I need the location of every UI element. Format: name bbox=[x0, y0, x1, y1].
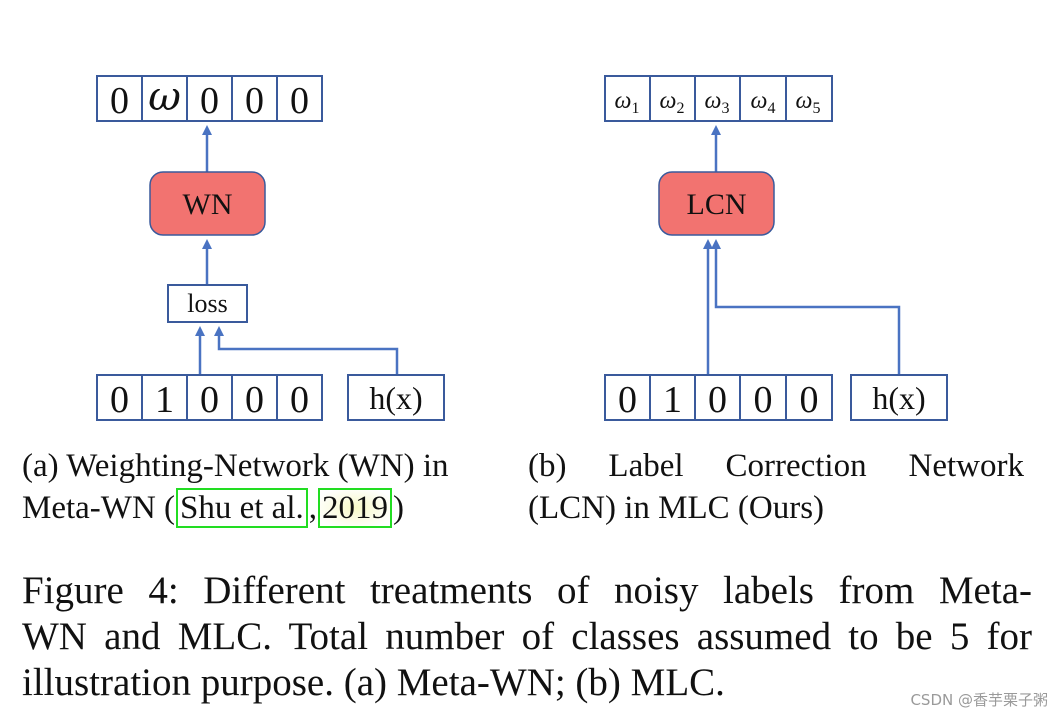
a-out-cell-1: ω bbox=[148, 74, 181, 120]
b-in-cell-4: 0 bbox=[800, 379, 819, 421]
diagram-a-input-vector: 0 1 0 0 0 bbox=[96, 374, 323, 421]
a-in-cell-2: 0 bbox=[200, 379, 219, 421]
diagram-a: 0 ω 0 0 0 WN loss bbox=[96, 74, 445, 421]
subcaption-b-word: Label bbox=[608, 448, 684, 484]
caption-line-3: illustration purpose. (a) Meta-WN; (b) M… bbox=[22, 661, 725, 704]
a-in-cell-4: 0 bbox=[290, 379, 309, 421]
b-hx-label: h(x) bbox=[872, 380, 925, 416]
b-out-cell-0: ω1 bbox=[615, 88, 640, 117]
subcaption-a-suffix: ) bbox=[393, 490, 404, 526]
a-out-cell-2: 0 bbox=[200, 80, 219, 122]
b-arrow-hx-to-lcn bbox=[711, 239, 901, 375]
a-in-cell-1: 1 bbox=[155, 379, 174, 421]
a-in-cell-0: 0 bbox=[110, 379, 129, 421]
b-out-cell-4: ω5 bbox=[796, 88, 821, 117]
a-out-cell-4: 0 bbox=[290, 80, 309, 122]
subcaption-b-line1: (b) Label Correction Network bbox=[528, 445, 1024, 487]
subcaption-b-word: Network bbox=[908, 448, 1024, 484]
diagram-a-output-vector: 0 ω 0 0 0 bbox=[96, 74, 323, 122]
b-in-cell-0: 0 bbox=[618, 379, 637, 421]
caption-line-2: WN and MLC. Total number of classes assu… bbox=[22, 615, 1032, 658]
watermark: CSDN @香芋栗子粥 bbox=[910, 691, 1048, 709]
a-out-cell-0: 0 bbox=[110, 80, 129, 122]
diagram-b-output-vector: ω1 ω2 ω3 ω4 ω5 bbox=[604, 75, 833, 122]
wn-node-label: WN bbox=[183, 188, 233, 221]
b-in-cell-2: 0 bbox=[708, 379, 727, 421]
subcaption-a-line1: (a) Weighting-Network (WN) in bbox=[22, 448, 449, 484]
a-out-cell-3: 0 bbox=[245, 80, 264, 122]
lcn-node: LCN bbox=[658, 171, 775, 236]
diagram-b-input-vector: 0 1 0 0 0 bbox=[604, 374, 833, 421]
caption-line-1: Figure 4: Different treatments of noisy … bbox=[22, 569, 1032, 612]
b-out-cell-3: ω4 bbox=[751, 88, 776, 117]
a-hx-label: h(x) bbox=[369, 380, 422, 416]
diagram-b: ω1 ω2 ω3 ω4 ω5 LCN 0 1 0 0 0 bbox=[604, 75, 948, 421]
subcaption-b: (b) Label Correction Network (LCN) in ML… bbox=[528, 445, 1028, 529]
subcaption-a: (a) Weighting-Network (WN) in Meta-WN (S… bbox=[22, 445, 522, 529]
subcaption-b-word: (b) bbox=[528, 448, 567, 484]
subcaption-b-line2: (LCN) in MLC (Ours) bbox=[528, 490, 825, 526]
a-arrow-hx-to-loss bbox=[214, 326, 399, 375]
subcaption-a-prefix: Meta-WN ( bbox=[22, 490, 176, 526]
citation-separator: , bbox=[308, 490, 317, 526]
subcaption-a-line2: Meta-WN (Shu et al.,2019) bbox=[22, 487, 522, 529]
b-hx-box: h(x) bbox=[850, 374, 948, 421]
subcaption-b-word: Correction bbox=[725, 448, 867, 484]
b-out-cell-1: ω2 bbox=[660, 88, 685, 117]
b-in-cell-1: 1 bbox=[663, 379, 682, 421]
citation-link-author[interactable]: Shu et al. bbox=[176, 488, 308, 528]
a-hx-box: h(x) bbox=[347, 374, 445, 421]
figure-diagrams: 0 ω 0 0 0 WN loss bbox=[96, 74, 948, 421]
b-in-cell-3: 0 bbox=[754, 379, 773, 421]
figure-caption: Figure 4: Different treatments of noisy … bbox=[22, 568, 1032, 706]
a-in-cell-3: 0 bbox=[245, 379, 264, 421]
loss-label: loss bbox=[187, 289, 227, 318]
citation-link-year[interactable]: 2019 bbox=[318, 488, 392, 528]
b-out-cell-2: ω3 bbox=[705, 88, 730, 117]
wn-node: WN bbox=[149, 171, 266, 236]
loss-box: loss bbox=[167, 284, 248, 323]
lcn-node-label: LCN bbox=[687, 188, 747, 221]
